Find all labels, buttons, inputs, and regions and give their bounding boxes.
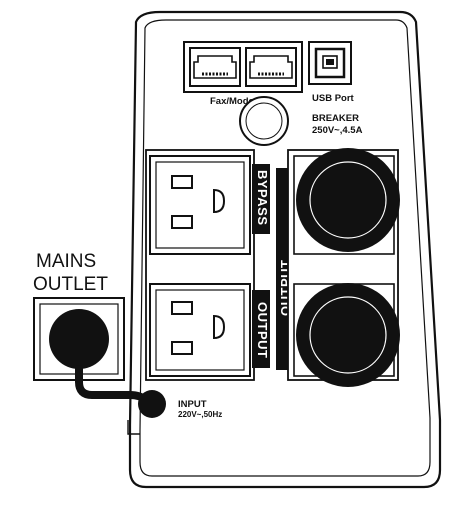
input-socket-icon[interactable] [138, 390, 166, 418]
input-rating-label: 220V~,50Hz [178, 410, 222, 419]
housing-inner-outline [139, 19, 431, 477]
housing-notch [127, 420, 140, 435]
fax-modem-label: Fax/Modem [210, 96, 262, 107]
outlet-cover-lower-icon[interactable] [296, 283, 400, 387]
outlet-cover-upper-icon[interactable] [296, 148, 400, 252]
input-title-label: INPUT [178, 399, 207, 410]
mains-outlet[interactable] [33, 297, 125, 381]
right-outlet-bay [287, 148, 400, 387]
ac-outlet-icon[interactable] [149, 283, 251, 377]
rj11-port-icon[interactable] [245, 47, 297, 87]
output-lower-strip: OUTPUT [252, 290, 270, 368]
breaker-rating-label: 250V~,4.5A [312, 125, 363, 136]
output-lower-label: OUTPUT [255, 302, 270, 358]
fax-modem-ports [183, 41, 303, 93]
rj11-port-icon[interactable] [189, 47, 241, 87]
bypass-label: BYPASS [255, 170, 270, 226]
mains-label-line1: MAINS [36, 251, 96, 272]
usb-b-port-icon[interactable] [308, 41, 352, 85]
power-plug-icon [49, 309, 109, 369]
mains-label-line2: OUTLET [33, 274, 108, 295]
ac-outlet-icon[interactable] [149, 155, 251, 255]
left-outlet-bay [145, 149, 255, 381]
usb-port-label: USB Port [312, 93, 355, 104]
breaker-button-icon[interactable] [239, 96, 289, 146]
breaker-title-label: BREAKER [312, 113, 359, 124]
bypass-strip: BYPASS [252, 164, 270, 234]
